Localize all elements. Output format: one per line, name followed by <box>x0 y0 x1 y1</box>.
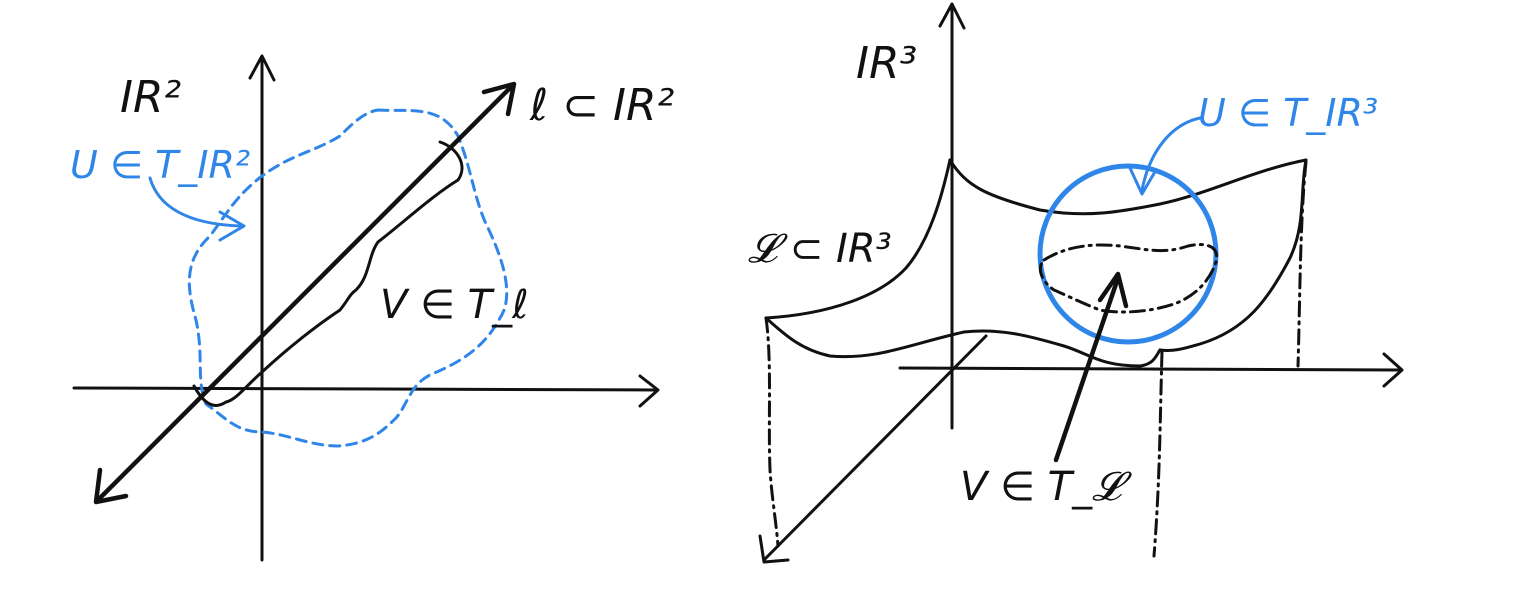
left-x-axis <box>72 386 658 392</box>
left-line-label: ℓ ⊂ IR² <box>529 80 674 131</box>
left-y-axis-arrowhead <box>248 54 276 82</box>
left-subspace-brace <box>192 140 464 407</box>
right-surface-front-edge <box>764 316 1162 368</box>
left-line-arrowhead-top <box>481 81 517 117</box>
left-space-label: IR² <box>120 72 181 123</box>
right-subspace-region-v <box>1038 243 1219 314</box>
left-panel: IR² ℓ ⊂ IR² U ∈ T_IR² V ∈ T_ℓ <box>70 54 674 562</box>
right-subspace-label: V ∈ T_𝓛 <box>960 464 1132 510</box>
right-subspace-arrowhead <box>1097 271 1129 309</box>
right-surface-left-edge <box>764 158 952 320</box>
right-x-axis-arrowhead <box>1382 352 1404 388</box>
right-y-axis <box>762 334 988 562</box>
right-open-set-arrowhead <box>1128 166 1158 196</box>
right-open-set-u <box>1037 163 1219 345</box>
right-surface-label: 𝓛 ⊂ IR³ <box>748 226 892 272</box>
right-x-axis <box>898 366 1402 372</box>
right-y-axis-arrowhead <box>758 534 790 564</box>
left-open-set-label: U ∈ T_IR² <box>70 143 250 187</box>
right-z-axis-arrowhead <box>938 2 966 30</box>
right-space-label: IR³ <box>856 38 917 89</box>
left-open-set-u <box>187 108 509 448</box>
right-middle-drop-line <box>1152 350 1164 558</box>
left-subspace-label: V ∈ T_ℓ <box>380 282 529 328</box>
right-open-set-pointer-arrow <box>1140 116 1202 192</box>
left-line-l <box>95 83 515 503</box>
left-x-axis-arrowhead <box>638 374 660 408</box>
right-surface-back-edge <box>948 158 1308 216</box>
right-left-drop-line <box>764 316 780 548</box>
left-open-set-pointer-arrow <box>148 176 242 228</box>
right-open-set-label: U ∈ T_IR³ <box>1198 91 1378 135</box>
left-line-arrowhead-bottom <box>93 467 129 505</box>
right-right-drop-line <box>1296 160 1308 368</box>
right-subspace-pointer-arrow <box>1053 275 1121 463</box>
right-panel: IR³ 𝓛 ⊂ IR³ U ∈ T_IR³ V ∈ T_𝓛 <box>748 2 1404 564</box>
left-open-set-arrowhead <box>218 210 246 242</box>
